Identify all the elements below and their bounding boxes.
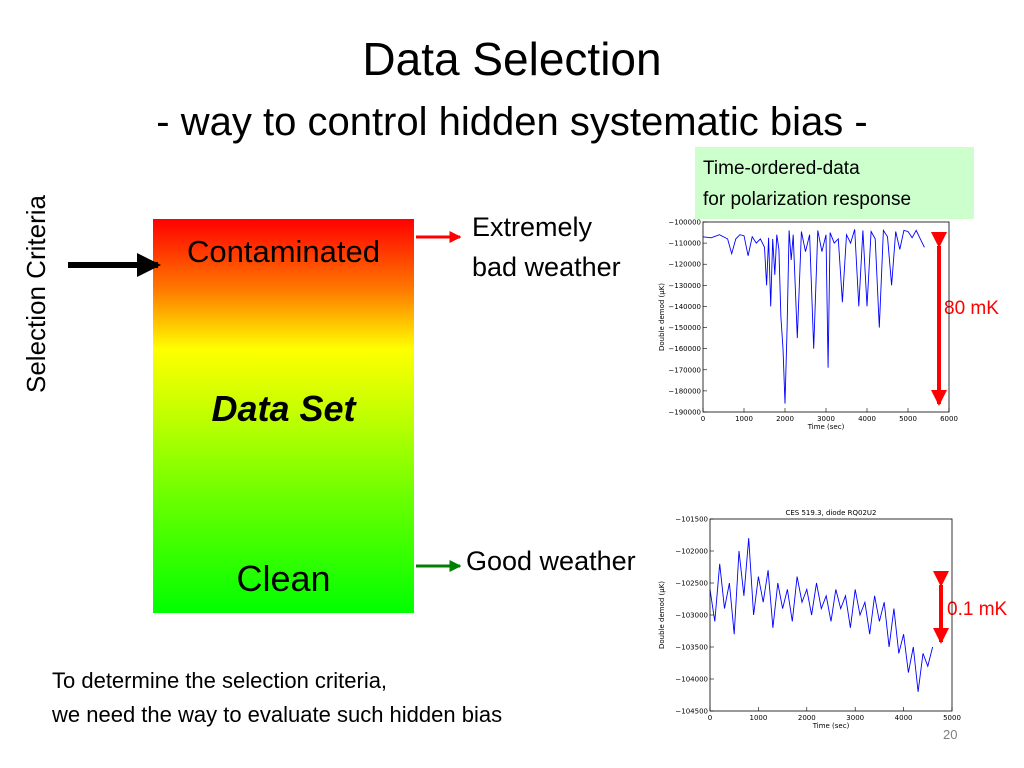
chart-title: CES 519.3, diode RQ02U2: [786, 509, 877, 517]
tod-box-line-2: for polarization response: [703, 189, 912, 210]
y-tick-label: −120000: [668, 261, 701, 269]
x-tick-label: 5000: [943, 714, 961, 722]
bad-weather-label: Extremely bad weather: [472, 207, 621, 287]
x-axis-label: Time (sec): [807, 423, 845, 431]
top-range-annotation: 80 mK: [944, 298, 999, 319]
bottom-note: To determine the selection criteria, we …: [52, 664, 502, 732]
y-tick-label: −150000: [668, 324, 701, 332]
y-tick-label: −160000: [668, 345, 701, 353]
y-tick-label: −180000: [668, 387, 701, 395]
x-tick-label: 2000: [798, 714, 816, 722]
y-tick-label: −104500: [675, 708, 708, 716]
dataset-gradient-box: [153, 219, 414, 613]
y-axis-label: Double demod (μK): [658, 283, 666, 351]
x-tick-label: 0: [708, 714, 712, 722]
x-tick-label: 4000: [895, 714, 913, 722]
bottom-tod-plot: 0 1000 2000 3000 4000 5000 −101500 −102000 −1025…: [658, 509, 961, 729]
series-line-0: [709, 538, 934, 692]
bad-weather-line-1: Extremely: [472, 212, 593, 242]
slide-subtitle: - way to control hidden systematic bias …: [156, 100, 868, 144]
y-tick-label: −130000: [668, 282, 701, 290]
tod-highlight-box: Time-ordered-data for polarization respo…: [695, 147, 974, 219]
bad-weather-line-2: bad weather: [472, 252, 621, 282]
x-tick-label: 3000: [846, 714, 864, 722]
bottom-note-line-1: To determine the selection criteria,: [52, 668, 388, 693]
y-tick-label: −140000: [668, 303, 701, 311]
dataset-title: Data Set: [211, 388, 356, 429]
good-weather-label: Good weather: [466, 546, 636, 576]
x-tick-label: 5000: [899, 415, 917, 423]
slide-title: Data Selection: [362, 33, 662, 85]
dataset-clean-label: Clean: [236, 558, 331, 599]
tod-box-line-1: Time-ordered-data: [703, 158, 860, 179]
y-tick-label: −190000: [668, 409, 701, 417]
y-tick-label: −102000: [675, 548, 708, 556]
y-tick-label: −101500: [675, 516, 708, 524]
x-tick-label: 1000: [735, 415, 753, 423]
bottom-note-line-2: we need the way to evaluate such hidden …: [52, 702, 503, 727]
y-tick-label: −103500: [675, 644, 708, 652]
y-tick-label: −110000: [668, 240, 701, 248]
x-tick-label: 4000: [858, 415, 876, 423]
page-number: 20: [943, 727, 958, 742]
x-tick-label: 1000: [749, 714, 767, 722]
bottom-range-annotation: 0.1 mK: [947, 599, 1008, 620]
x-axis-label: Time (sec): [812, 722, 850, 729]
x-tick-label: 2000: [776, 415, 794, 423]
y-tick-label: −100000: [668, 219, 701, 227]
dataset-contaminated-label: Contaminated: [186, 234, 380, 269]
top-tod-plot: 0 1000 2000 3000 4000 5000 6000 −100000 −110000 −…: [658, 219, 958, 432]
plot-frame: [709, 518, 953, 712]
x-tick-label: 3000: [817, 415, 835, 423]
y-tick-label: −104000: [675, 676, 708, 684]
x-tick-label: 0: [701, 415, 705, 423]
y-tick-label: −102500: [675, 580, 708, 588]
y-axis-label: Double demod (μK): [658, 581, 666, 649]
y-tick-label: −103000: [675, 612, 708, 620]
x-tick-label: 6000: [940, 415, 958, 423]
series-line-0: [702, 228, 925, 404]
y-tick-label: −170000: [668, 366, 701, 374]
